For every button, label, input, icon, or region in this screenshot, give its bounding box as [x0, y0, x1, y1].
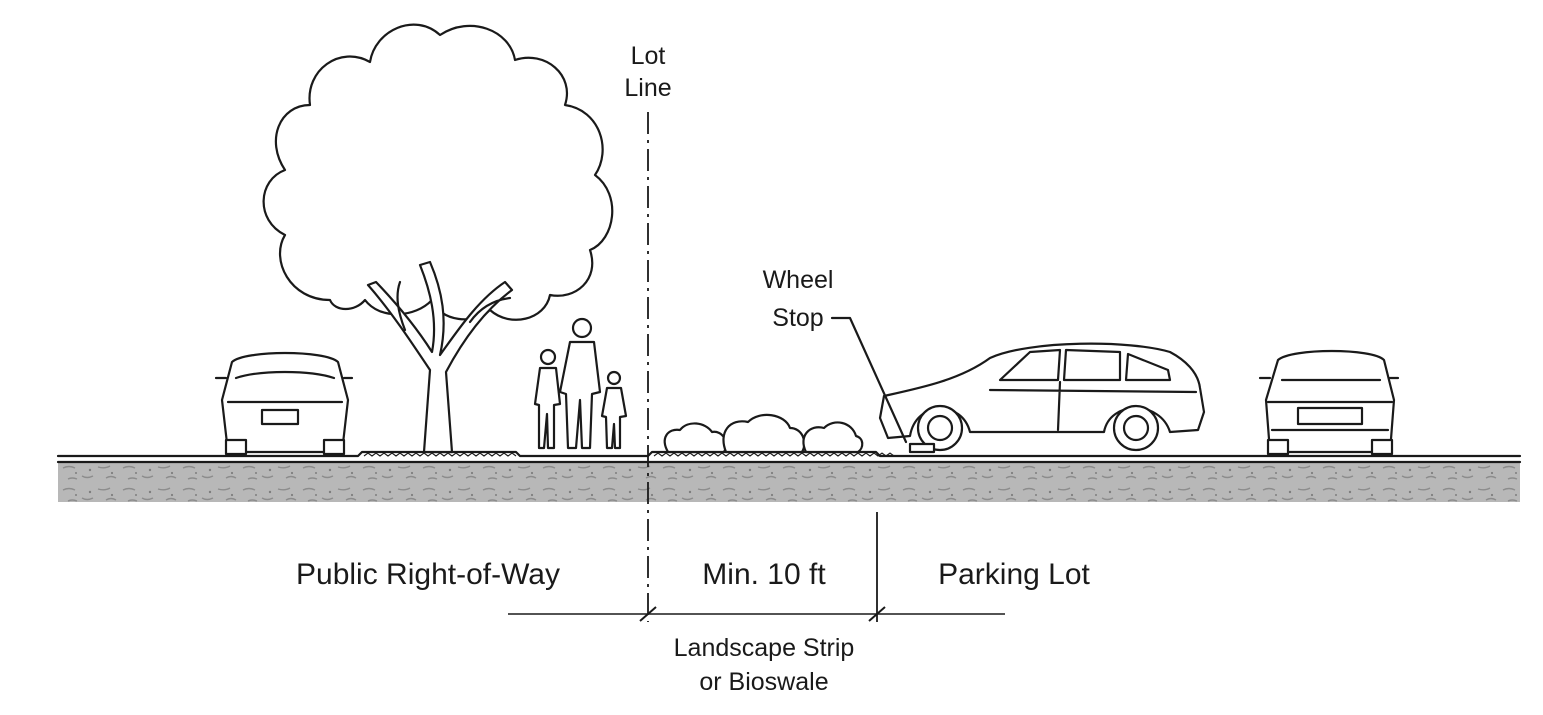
shrubs-icon — [663, 413, 864, 454]
lot-line-label-line2: Line — [624, 74, 671, 102]
parking-lot-label: Parking Lot — [938, 558, 1090, 591]
wheel-stop-label-line1: Wheel — [763, 266, 834, 294]
wheel-stop-leader — [830, 316, 908, 444]
car-side-view-icon — [878, 342, 1206, 454]
landscape-strip-label-line1: Landscape Strip — [674, 634, 855, 662]
wheel-stop-label-line2: Stop — [772, 304, 823, 332]
tree-icon — [262, 23, 614, 454]
dimension-lines — [508, 606, 1005, 622]
pedestrians-icon — [533, 317, 628, 450]
lot-line-label-line1: Lot — [631, 42, 666, 70]
min-width-label: Min. 10 ft — [702, 558, 826, 591]
public-right-of-way-label: Public Right-of-Way — [296, 558, 560, 591]
car-rear-view-icon — [214, 351, 354, 456]
landscape-strip-label-line2: or Bioswale — [699, 668, 828, 696]
car-front-view-icon — [1258, 349, 1400, 456]
ground-section — [56, 450, 1522, 502]
